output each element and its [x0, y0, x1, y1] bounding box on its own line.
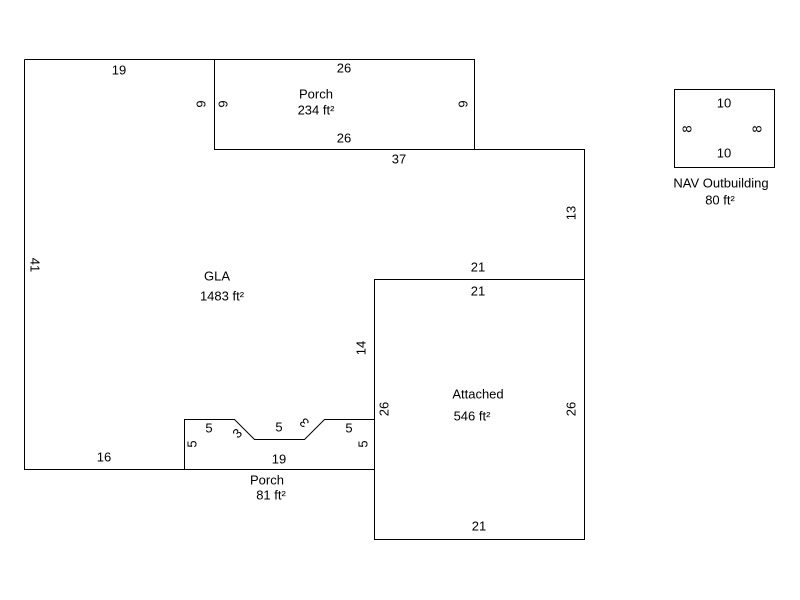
outbuilding-outline: [674, 89, 775, 168]
porch-bottom-name: Porch: [250, 472, 284, 487]
outbuilding-name: NAV Outbuilding: [673, 175, 768, 190]
gla-step-mid-dim: 21: [471, 259, 485, 274]
attached-left-dim: 26: [376, 402, 391, 416]
porch-top-right-dim: 9: [455, 100, 470, 107]
porch-bottom-slant-right-dim: 3: [296, 415, 312, 431]
gla-right-upper-dim: 13: [563, 206, 578, 220]
porch-bottom-right-dim: 5: [355, 440, 370, 447]
porch-top-area: 234 ft²: [298, 102, 336, 117]
outbuilding-area: 80 ft²: [705, 192, 735, 207]
outbuilding-right-dim: 8: [749, 125, 764, 132]
gla-name: GLA: [204, 268, 230, 283]
gla-bottom-dim: 16: [97, 449, 111, 464]
attached-right-dim: 26: [563, 402, 578, 416]
gla-top-dim: 19: [112, 62, 126, 77]
outbuilding-top-dim: 10: [717, 95, 731, 110]
outbuilding-bottom-dim: 10: [717, 145, 731, 160]
porch-bottom-left-dim: 5: [184, 440, 199, 447]
gla-right-lower-dim: 14: [353, 341, 368, 355]
porch-top-bottom-dim: 26: [337, 130, 351, 145]
porch-bottom-bottom-dim: 19: [272, 451, 286, 466]
attached-outline: [374, 279, 585, 540]
porch-top-left-dim: 9: [215, 100, 230, 107]
porch-bottom-outline: [184, 419, 375, 470]
outbuilding-left-dim: 8: [679, 125, 694, 132]
attached-name: Attached: [452, 386, 503, 401]
porch-bottom-area: 81 ft²: [256, 487, 286, 502]
porch-top-outline: [214, 59, 475, 150]
gla-area: 1483 ft²: [200, 288, 245, 303]
gla-left-dim: 41: [28, 258, 43, 272]
porch-bottom-top-left-dim: 5: [205, 420, 212, 435]
gla-porch-side-dim: 9: [193, 100, 208, 107]
gla-outline: [24, 59, 585, 470]
porch-top-top-dim: 26: [337, 60, 351, 75]
porch-top-name: Porch: [299, 86, 333, 101]
attached-top-dim: 21: [471, 283, 485, 298]
attached-bottom-dim: 21: [472, 518, 486, 533]
gla-step-top-dim: 37: [392, 151, 406, 166]
porch-bottom-top-mid-dim: 5: [275, 419, 282, 434]
porch-bottom-top-right-dim: 5: [345, 420, 352, 435]
attached-area: 546 ft²: [454, 408, 492, 423]
